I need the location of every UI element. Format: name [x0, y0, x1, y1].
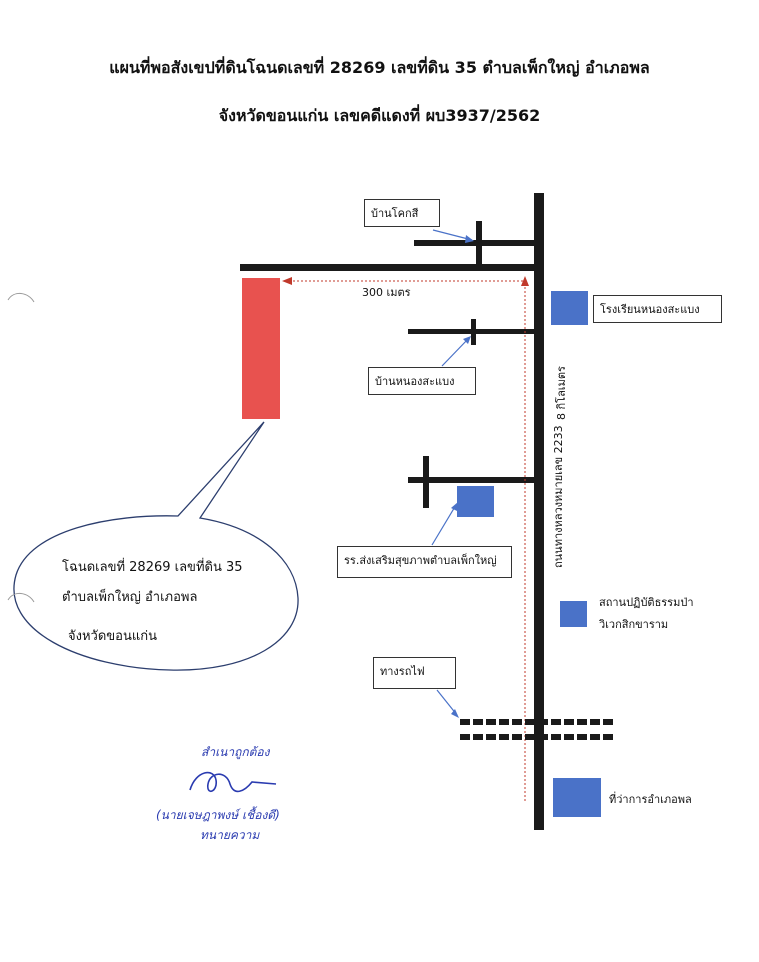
bubble-line3: จังหวัดขอนแก่น	[68, 629, 157, 644]
highway-name-label: ถนนทางหลวงหมายเลข 2233	[552, 425, 565, 568]
school-box: โรงเรียนหนองสะแบง	[593, 295, 722, 323]
health-promotion-pointer	[431, 504, 457, 546]
ban-khok-si-cross	[476, 221, 482, 266]
ban-khok-si-pointer	[432, 229, 473, 241]
temple-label-line1: สถานปฏิบัติธรรมป่า	[599, 596, 694, 609]
signer-role: ทนายความ	[200, 828, 260, 842]
temple-label-line2: วิเวกสิกขาราม	[599, 618, 669, 631]
ban-khok-si-label: บ้านโคกสี	[371, 207, 419, 220]
district-office-label: ที่ว่าการอำเภอพล	[609, 793, 692, 806]
health-promotion-road	[408, 477, 538, 483]
school-marker	[551, 291, 588, 325]
ban-khok-si-box: บ้านโคกสี	[364, 199, 440, 227]
railway-label: ทางรถไฟ	[380, 665, 425, 678]
bubble-line1: โฉนดเลขที่ 28269 เลขที่ดิน 35	[62, 560, 243, 575]
ban-nong-sa-baeng-box: บ้านหนองสะแบง	[368, 367, 476, 395]
ban-nong-sa-baeng-pointer	[441, 337, 470, 367]
parcel-access-road	[240, 264, 540, 271]
scan-mark-2	[7, 593, 35, 603]
route-dashed	[289, 280, 526, 802]
signer-name: (นายเจษฎาพงษ์ เชื้องดี)	[156, 808, 280, 822]
railway-box: ทางรถไฟ	[373, 657, 456, 689]
distance-300m-label: 300 เมตร	[362, 286, 411, 299]
highway-2233	[534, 193, 544, 830]
ban-nong-sa-baeng-label: บ้านหนองสะแบง	[375, 375, 455, 388]
map-title-line1: แผนที่พอสังเขปที่ดินโฉนดเลขที่ 28269 เลข…	[109, 58, 650, 77]
distance-8km-label: 8 กิโลเมตร	[555, 366, 568, 420]
bubble-line2: ตำบลเพ็กใหญ่ อำเภอพล	[62, 590, 198, 605]
route-arrow-left	[282, 277, 292, 285]
map-title-line2: จังหวัดขอนแก่น เลขคดีแดงที่ ผบ3937/2562	[218, 106, 541, 125]
route-arrow-up	[521, 276, 529, 286]
health-promotion-marker	[457, 486, 494, 517]
health-promotion-cross	[423, 456, 429, 508]
certified-copy-label: สำเนาถูกต้อง	[201, 745, 270, 759]
info-bubble	[13, 421, 299, 671]
land-parcel	[242, 278, 280, 419]
scan-mark-1	[7, 293, 35, 303]
health-promotion-label: รร.ส่งเสริมสุขภาพตำบลเพ็กใหญ่	[344, 554, 497, 567]
signature-scribble	[189, 771, 277, 793]
school-label: โรงเรียนหนองสะแบง	[600, 303, 700, 316]
district-office-marker	[553, 778, 601, 817]
health-promotion-box: รร.ส่งเสริมสุขภาพตำบลเพ็กใหญ่	[337, 546, 512, 578]
ban-nong-sa-baeng-cross	[471, 319, 476, 345]
temple-marker	[560, 601, 587, 627]
